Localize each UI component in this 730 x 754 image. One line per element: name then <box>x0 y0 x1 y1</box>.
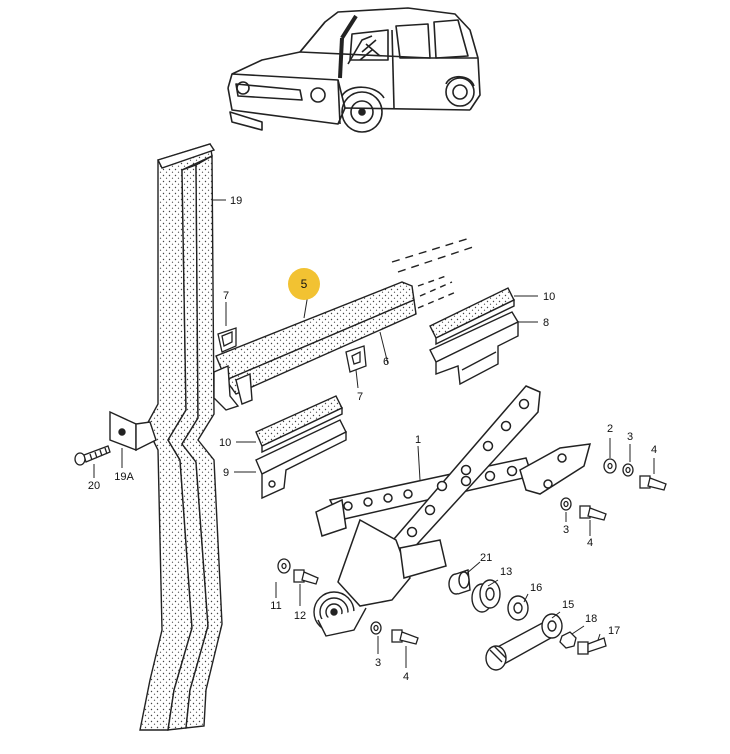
callout-label-2: 2 <box>607 423 613 435</box>
spacer-21 <box>448 569 471 595</box>
callout-label-9: 9 <box>223 467 229 479</box>
callout-label-6: 6 <box>383 356 389 368</box>
callout-label-20: 20 <box>88 480 100 492</box>
door-seal-channel <box>139 143 223 731</box>
guide-clip-7-upper <box>217 327 237 353</box>
guide-strip-10-right <box>429 287 515 346</box>
callout-leaders <box>93 199 655 668</box>
callout-label-18: 18 <box>585 613 597 625</box>
callout-label-13: 13 <box>500 566 512 578</box>
callout-label-8: 8 <box>543 317 549 329</box>
guide-strip-10-left <box>255 395 343 454</box>
callout-label-3-top: 3 <box>627 431 633 443</box>
window-guide-channel <box>213 237 477 411</box>
callout-label-3-bottom: 3 <box>375 657 381 669</box>
bolt-4-bottom <box>391 629 419 645</box>
callout-label-19a: 19A <box>114 471 134 483</box>
callout-highlight-5 <box>288 268 320 300</box>
bolt-4-top <box>639 475 667 491</box>
washer-2 <box>603 458 617 474</box>
callout-label-7-upper: 7 <box>223 290 229 302</box>
callout-label-3-mid: 3 <box>563 524 569 536</box>
callout-label-19: 19 <box>230 195 242 207</box>
callout-label-1: 1 <box>415 434 421 446</box>
car-overview-illustration <box>227 7 481 133</box>
bolt-17 <box>577 637 607 655</box>
guide-bracket-9 <box>255 419 347 500</box>
lock-washer-3-bottom <box>370 621 382 635</box>
window-regulator <box>315 385 592 607</box>
callout-label-7-lower: 7 <box>357 391 363 403</box>
callout-label-4-mid: 4 <box>587 537 593 549</box>
callout-label-5: 5 <box>301 277 308 291</box>
screw-20 <box>74 445 111 466</box>
callout-label-21: 21 <box>480 552 492 564</box>
guide-clip-7-lower <box>345 345 367 373</box>
regulator-gear-sector <box>313 591 367 637</box>
callout-label-12: 12 <box>294 610 306 622</box>
callout-label-4-top: 4 <box>651 444 657 456</box>
seal-clip-19a <box>109 410 157 452</box>
bolt-12 <box>293 569 319 585</box>
callout-label-10-right: 10 <box>543 291 555 303</box>
bolt-4-mid <box>579 505 607 521</box>
lock-washer-3-mid <box>560 497 572 511</box>
crank-handle-15 <box>485 613 563 671</box>
callout-label-17: 17 <box>608 625 620 637</box>
washer-16 <box>507 595 529 621</box>
bearing-13 <box>471 579 501 613</box>
callout-label-16: 16 <box>530 582 542 594</box>
callout-label-10-left: 10 <box>219 437 231 449</box>
callout-label-11: 11 <box>270 600 281 612</box>
callout-label-4-bottom: 4 <box>403 671 409 683</box>
washer-11 <box>277 558 291 574</box>
callout-labels: 5 19 7 6 7 10 8 10 9 1 2 3 4 3 4 11 12 2… <box>88 195 657 683</box>
nut-18 <box>559 631 577 649</box>
lock-washer-3-top <box>622 463 634 477</box>
callout-label-15: 15 <box>562 599 574 611</box>
